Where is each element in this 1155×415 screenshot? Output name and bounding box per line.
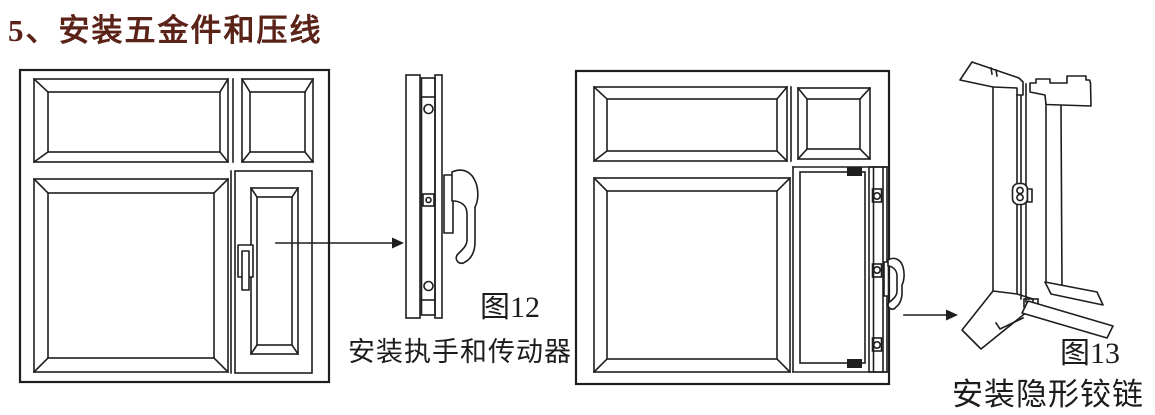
screw-hole-top — [423, 103, 434, 115]
figure12-label: 图12 — [480, 291, 540, 324]
fixed-pane-main — [592, 176, 792, 374]
window-handle-front-icon — [237, 244, 254, 291]
openable-sash-column — [230, 170, 313, 374]
hidden-hinge-body-icon — [1011, 182, 1033, 206]
right-window-front-view — [574, 69, 905, 386]
transmission-strip — [868, 166, 888, 373]
fixed-pane-main — [32, 177, 230, 374]
open-sash-with-hardware — [792, 166, 905, 373]
figure13-hidden-hinge-detail — [959, 61, 1114, 350]
sash-profile-right — [1021, 75, 1114, 339]
left-window-front-view — [18, 68, 331, 384]
window-outer-frame — [18, 68, 331, 384]
figure12-handle-transmission-detail — [405, 74, 479, 319]
section-title: 5、安装五金件和压线 — [8, 13, 323, 48]
hidden-hinge-top-icon — [847, 167, 862, 176]
profile-left-bar — [405, 74, 421, 319]
arrow-to-figure13-icon — [903, 309, 958, 321]
hidden-hinge-bottom-icon — [847, 359, 862, 368]
figure13-caption: 安装隐形铰链 — [952, 377, 1144, 412]
screw-hole-top — [872, 192, 881, 201]
transmission-rod — [420, 77, 436, 316]
screw-hole-bottom — [872, 340, 881, 349]
handle-side-view-icon — [883, 257, 905, 310]
figure12-caption: 安装执手和传动器 — [348, 337, 572, 367]
fixed-pane-top-wide — [592, 85, 789, 163]
handle-side-view-icon — [443, 169, 479, 265]
fixed-pane-top-wide — [32, 77, 230, 164]
window-outer-frame — [574, 69, 891, 386]
gear-box — [422, 193, 435, 207]
sash-glass — [799, 171, 866, 364]
screw-hole-middle — [872, 265, 881, 274]
profile-right-bar — [434, 74, 443, 319]
frame-profile-left — [959, 61, 1034, 350]
fixed-pane-top-narrow — [796, 86, 872, 161]
arrow-to-figure12-icon — [275, 237, 404, 249]
fixed-pane-top-narrow — [240, 77, 315, 164]
screw-hole-bottom — [423, 280, 434, 292]
figure13-label: 图13 — [1060, 337, 1120, 370]
